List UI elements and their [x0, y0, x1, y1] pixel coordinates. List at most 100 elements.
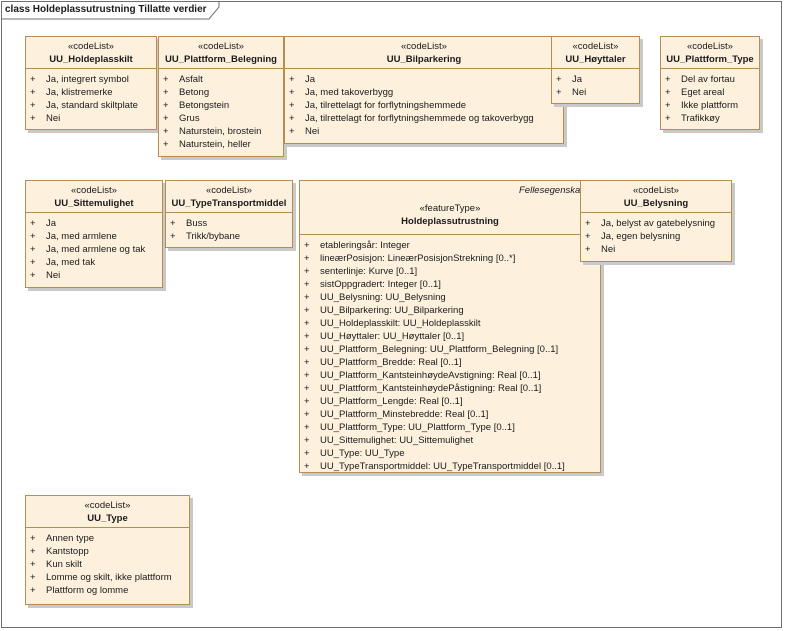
stereotype-label: «codeList»	[68, 41, 114, 52]
list-item: +Nei	[30, 270, 61, 281]
class-holdeplassutrustning[interactable]: Fellesegenskaper «featureType» Holdeplas…	[299, 180, 601, 473]
class-attributes: +Ja +Ja, med armlene +Ja, med armlene og…	[26, 213, 162, 282]
class-attributes: +Ja, belyst av gatebelysning +Ja, egen b…	[581, 213, 731, 256]
attribute-item: +UU_Plattform_Bredde: Real [0..1]	[304, 357, 462, 368]
list-item: +Plattform og lomme	[30, 585, 129, 596]
class-uu-plattform-belegning[interactable]: «codeList» UU_Plattform_Belegning +Asfal…	[158, 36, 284, 157]
list-item: +Ja, tilrettelagt for forflytningshemmed…	[289, 100, 467, 111]
list-item: +Ja, integrert symbol	[30, 74, 129, 85]
class-attributes: +Ja, integrert symbol +Ja, klistremerke …	[26, 69, 156, 125]
attribute-item: +lineærPosisjon: LineærPosisjonStrekning…	[304, 253, 516, 264]
list-item: +Naturstein, brostein	[163, 126, 262, 137]
frame-title-tab	[1, 1, 220, 20]
stereotype-label: «codeList»	[71, 185, 117, 196]
class-name: UU_Type	[87, 513, 128, 524]
attribute-item: +UU_Holdeplasskilt: UU_Holdeplasskilt	[304, 318, 481, 329]
list-item: +Nei	[289, 126, 320, 137]
list-item: +Nei	[30, 113, 61, 124]
class-header: «codeList» UU_Plattform_Type	[661, 37, 759, 69]
list-item: +Ikke plattform	[665, 100, 739, 111]
list-item: +Ja, med armlene og tak	[30, 244, 146, 255]
attribute-item: +UU_Bilparkering: UU_Bilparkering	[304, 305, 464, 316]
class-uu-typetransportmiddel[interactable]: «codeList» UU_TypeTransportmiddel +Buss …	[165, 180, 293, 248]
class-name: UU_TypeTransportmiddel	[171, 198, 287, 209]
list-item: +Lomme og skilt, ikke plattform	[30, 572, 172, 583]
stereotype-label: «codeList»	[206, 185, 252, 196]
class-attributes: +Del av fortau +Eget areal +Ikke plattfo…	[661, 69, 759, 125]
class-attributes: +etableringsår: Integer +lineærPosisjon:…	[300, 235, 600, 473]
class-header: «codeList» UU_Bilparkering	[285, 37, 563, 69]
class-attributes: +Ja +Ja, med takoverbygg +Ja, tilrettela…	[285, 69, 563, 138]
class-uu-holdeplasskilt[interactable]: «codeList» UU_Holdeplasskilt +Ja, integr…	[25, 36, 157, 130]
class-header: «codeList» UU_Sittemulighet	[26, 181, 162, 213]
list-item: +Kantstopp	[30, 546, 89, 557]
list-item: +Grus	[163, 113, 200, 124]
class-header: «codeList» UU_Plattform_Belegning	[159, 37, 283, 69]
class-uu-hoyttaler[interactable]: «codeList» UU_Høyttaler +Ja +Nei	[551, 36, 640, 104]
class-header: «codeList» UU_Høyttaler	[552, 37, 639, 69]
list-item: +Ja	[289, 74, 316, 85]
class-name: UU_Belysning	[623, 198, 689, 209]
class-header: Fellesegenskaper «featureType» Holdeplas…	[300, 181, 600, 235]
class-uu-plattform-type[interactable]: «codeList» UU_Plattform_Type +Del av for…	[660, 36, 760, 130]
list-item: +Kun skilt	[30, 559, 82, 570]
list-item: +Ja, belyst av gatebelysning	[585, 218, 716, 229]
class-header: «codeList» UU_TypeTransportmiddel	[166, 181, 292, 213]
class-header: «codeList» UU_Type	[26, 496, 189, 528]
stereotype-label: «codeList»	[84, 500, 131, 511]
list-item: +Trikk/bybane	[170, 231, 241, 242]
list-item: +Ja	[30, 218, 57, 229]
attribute-item: +UU_Plattform_Type: UU_Plattform_Type [0…	[304, 422, 515, 433]
attribute-item: +etableringsår: Integer	[304, 240, 410, 251]
stereotype-label: «codeList»	[198, 41, 244, 52]
class-name: Holdeplassutrustning	[401, 216, 499, 227]
stereotype-label: «codeList»	[572, 41, 619, 52]
package-label: Fellesegenskaper	[519, 185, 594, 196]
class-attributes: +Annen type +Kantstopp +Kun skilt +Lomme…	[26, 528, 189, 597]
list-item: +Ja, klistremerke	[30, 87, 113, 98]
list-item: +Ja, egen belysning	[585, 231, 681, 242]
attribute-item: +UU_Høyttaler: UU_Høyttaler [0..1]	[304, 331, 465, 342]
stereotype-label: «codeList»	[687, 41, 733, 52]
attribute-item: +UU_Sittemulighet: UU_Sittemulighet	[304, 435, 474, 446]
class-name: UU_Holdeplasskilt	[49, 54, 133, 65]
class-name: UU_Plattform_Belegning	[165, 54, 277, 65]
class-name: UU_Plattform_Type	[666, 54, 754, 65]
list-item: +Annen type	[30, 533, 95, 544]
list-item: +Nei	[556, 87, 587, 98]
attribute-item: +senterlinje: Kurve [0..1]	[304, 266, 418, 277]
attribute-item: +UU_Plattform_KantsteinhøydePåstigning: …	[304, 383, 542, 394]
attribute-item: +UU_Belysning: UU_Belysning	[304, 292, 446, 303]
list-item: +Betongstein	[163, 100, 230, 111]
list-item: +Del av fortau	[665, 74, 735, 85]
attribute-item: +UU_Plattform_Minstebredde: Real [0..1]	[304, 409, 489, 420]
list-item: +Trafikkøy	[665, 113, 720, 124]
list-item: +Ja, med tak	[30, 257, 96, 268]
list-item: +Ja, med armlene	[30, 231, 117, 242]
list-item: +Ja, med takoverbygg	[289, 87, 394, 98]
attribute-item: +UU_TypeTransportmiddel: UU_TypeTranspor…	[304, 461, 565, 472]
stereotype-label: «featureType»	[419, 203, 481, 214]
class-uu-type[interactable]: «codeList» UU_Type +Annen type +Kantstop…	[25, 495, 190, 605]
attribute-item: +UU_Plattform_KantsteinhøydeAvstigning: …	[304, 370, 541, 381]
list-item: +Naturstein, heller	[163, 139, 251, 150]
class-uu-sittemulighet[interactable]: «codeList» UU_Sittemulighet +Ja +Ja, med…	[25, 180, 163, 288]
list-item: +Ja, standard skiltplate	[30, 100, 138, 111]
list-item: +Betong	[163, 87, 210, 98]
list-item: +Ja	[556, 74, 583, 85]
class-attributes: +Buss +Trikk/bybane	[166, 213, 292, 243]
class-name: UU_Bilparkering	[386, 54, 462, 65]
frame-title: class Holdeplassutrustning Tillatte verd…	[5, 4, 207, 15]
class-header: «codeList» UU_Holdeplasskilt	[26, 37, 156, 69]
class-uu-bilparkering[interactable]: «codeList» UU_Bilparkering +Ja +Ja, med …	[284, 36, 564, 144]
attribute-item: +sistOppgradert: Integer [0..1]	[304, 279, 441, 290]
list-item: +Asfalt	[163, 74, 203, 85]
class-name: UU_Sittemulighet	[54, 198, 134, 209]
class-attributes: +Asfalt +Betong +Betongstein +Grus +Natu…	[159, 69, 283, 151]
class-uu-belysning[interactable]: «codeList» UU_Belysning +Ja, belyst av g…	[580, 180, 732, 262]
class-name: UU_Høyttaler	[565, 54, 626, 65]
attribute-item: +UU_Plattform_Belegning: UU_Plattform_Be…	[304, 344, 559, 355]
attribute-item: +UU_Plattform_Lengde: Real [0..1]	[304, 396, 463, 407]
list-item: +Nei	[585, 244, 616, 255]
stereotype-label: «codeList»	[633, 185, 679, 196]
